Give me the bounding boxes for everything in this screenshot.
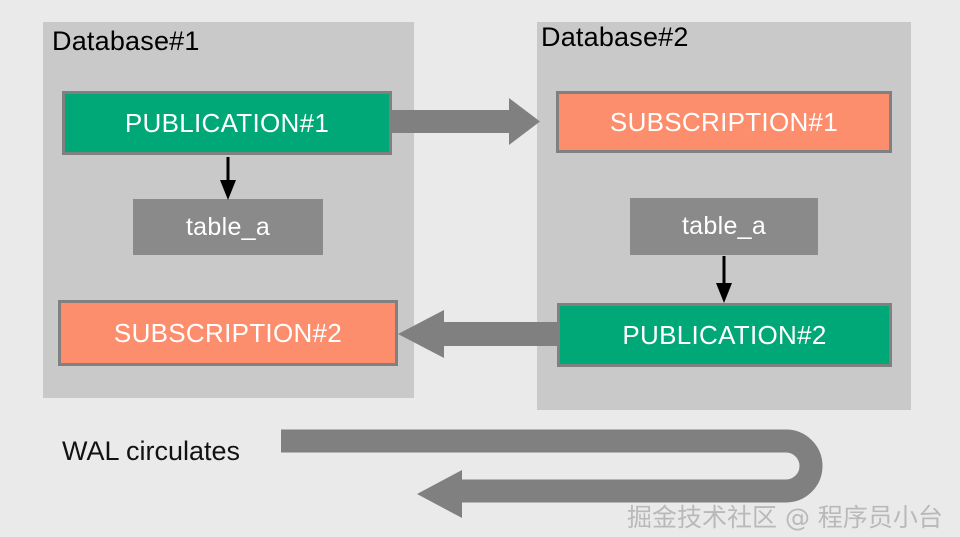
watermark-text: 掘金技术社区 @ 程序员小台 [627, 503, 943, 532]
node-publication-1: PUBLICATION#1 [62, 91, 392, 155]
arrow-publication1-to-subscription1-icon [392, 98, 540, 145]
node-publication-2: PUBLICATION#2 [557, 303, 892, 367]
node-table-a-db2: table_a [630, 198, 818, 255]
database-panel-2-title: Database#2 [541, 22, 689, 52]
database-panel-1-title: Database#1 [52, 26, 200, 56]
node-table-a-db1: table_a [133, 199, 323, 255]
node-subscription-2: SUBSCRIPTION#2 [58, 300, 398, 366]
arrow-publication2-to-subscription2-icon [398, 310, 560, 358]
wal-circulates-label: WAL circulates [62, 436, 241, 466]
node-subscription-1: SUBSCRIPTION#1 [556, 91, 892, 153]
